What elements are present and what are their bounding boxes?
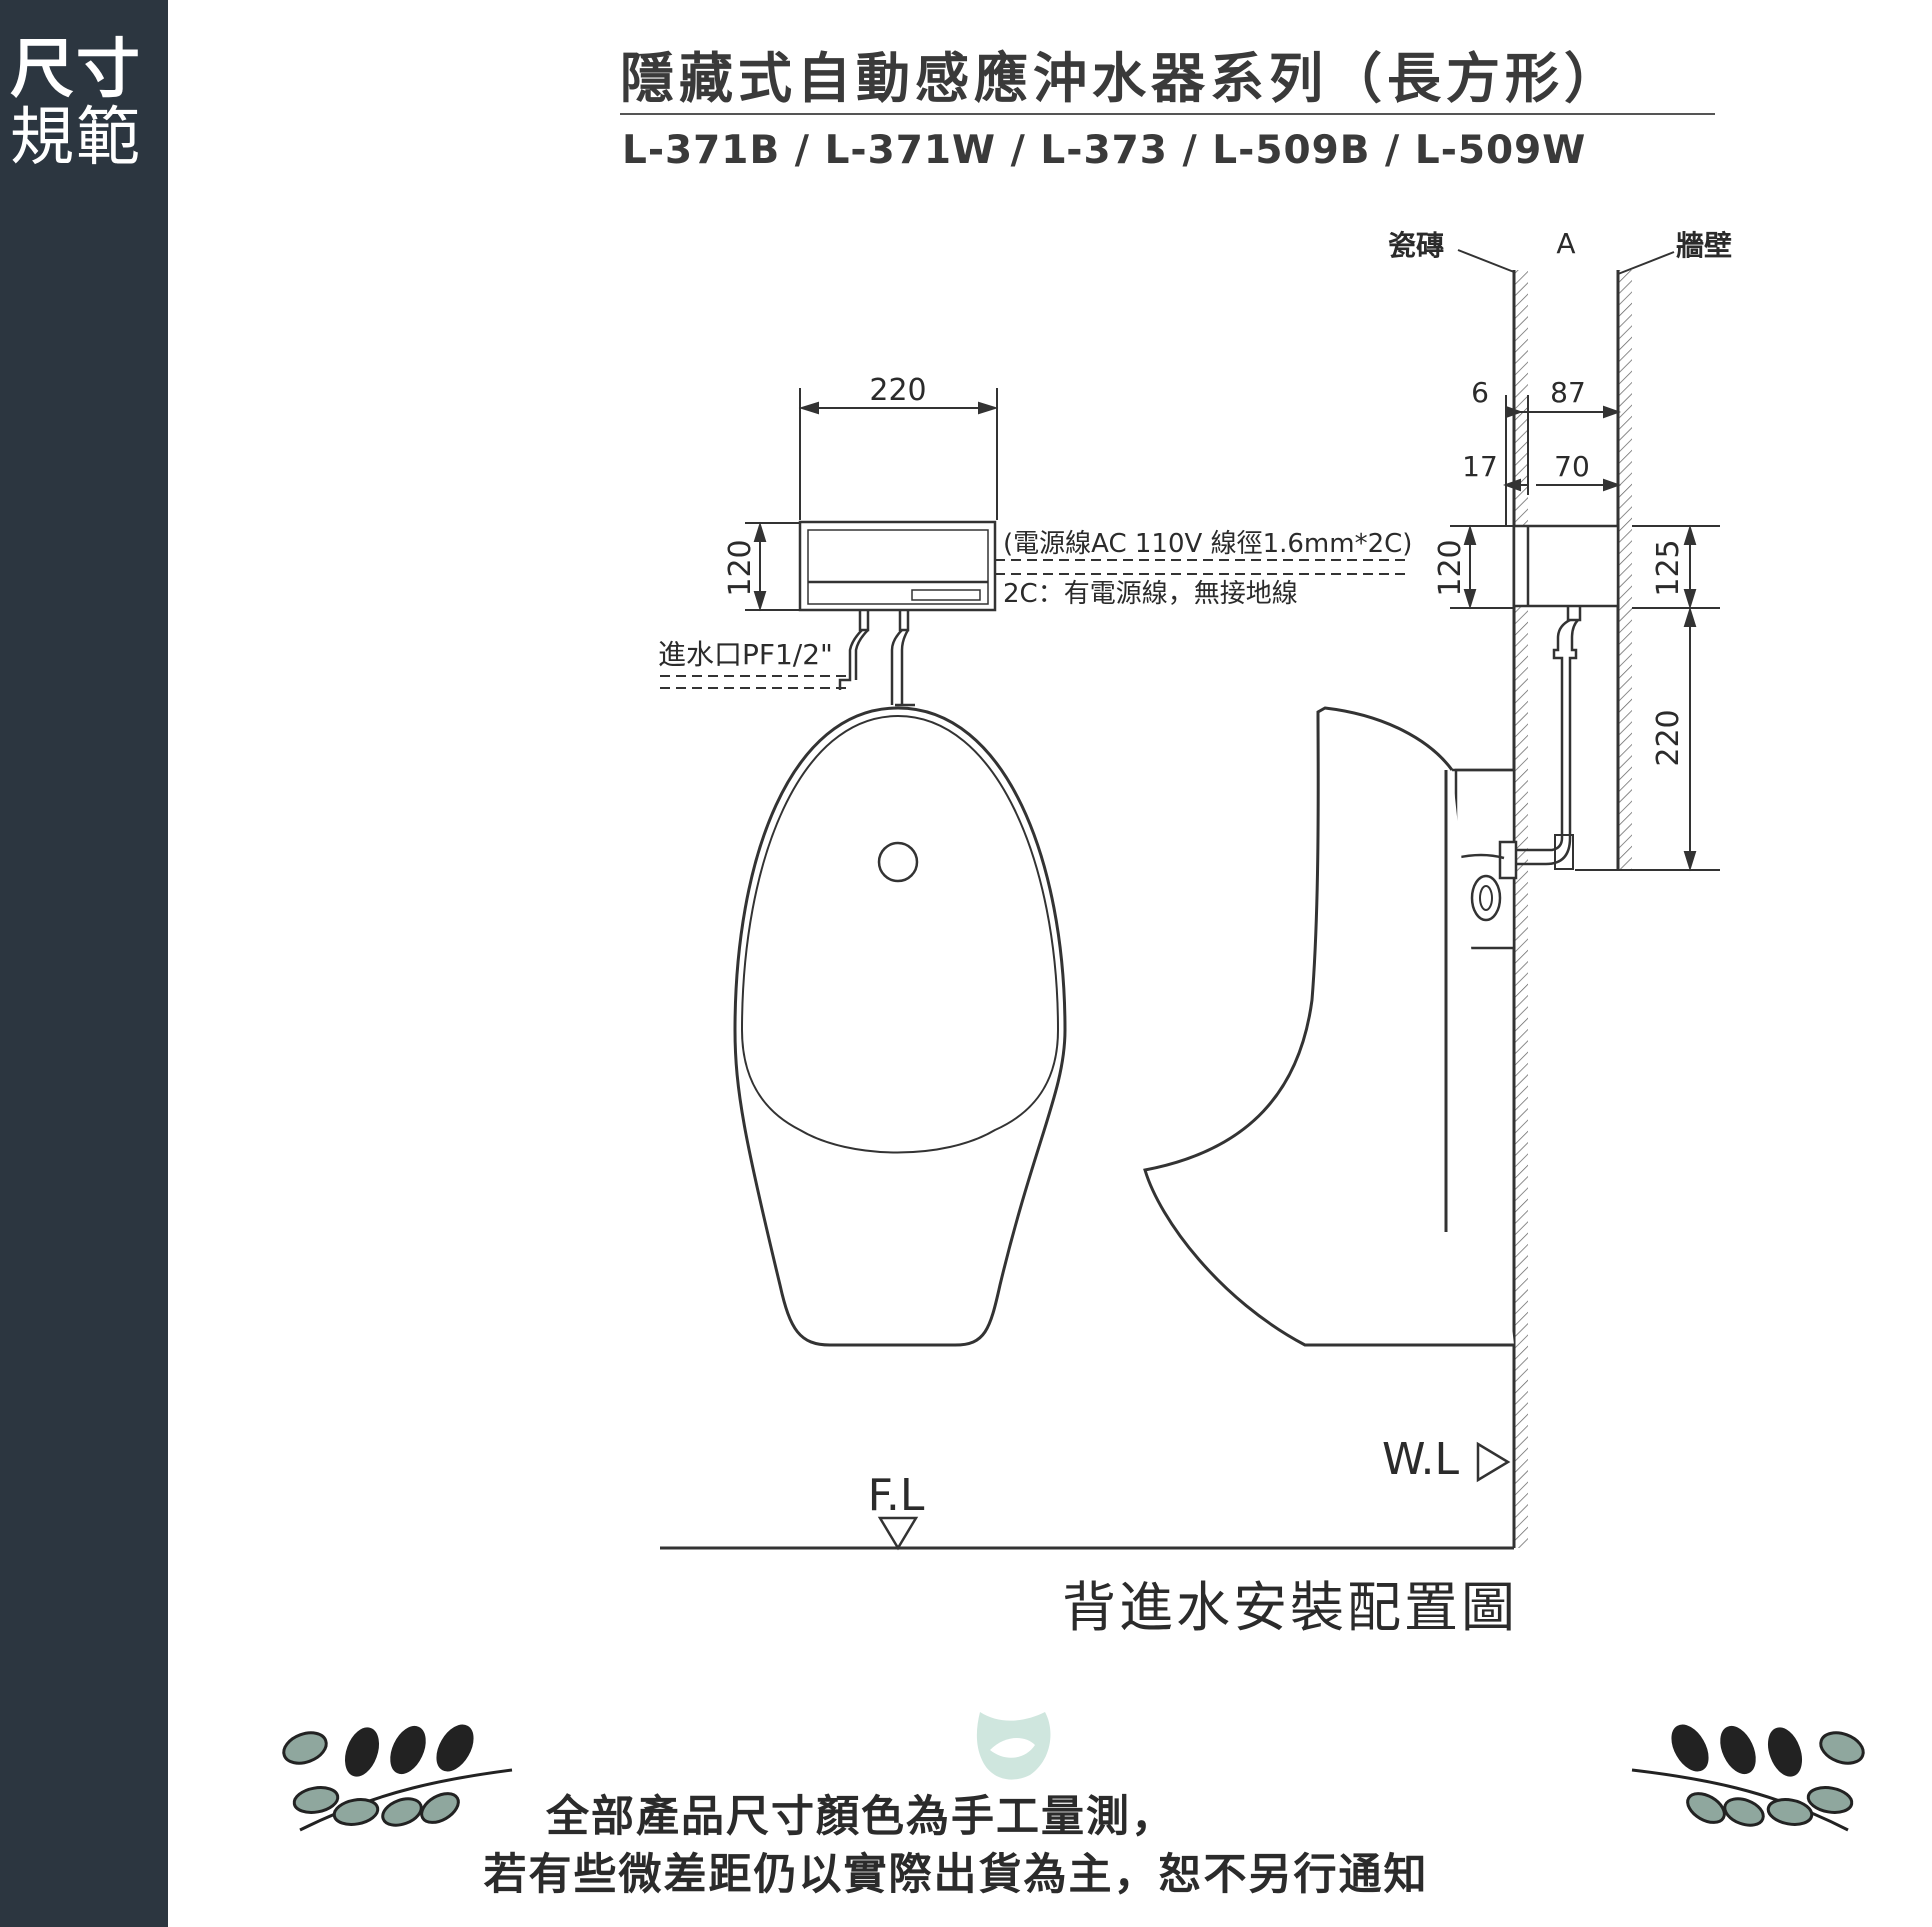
bird-leaf-logo-icon <box>976 1712 1051 1780</box>
dim-120-front-label: 120 <box>723 539 758 596</box>
sidebar: 尺寸 規範 <box>0 0 168 1927</box>
sidebar-title-line1: 尺寸 <box>10 33 142 107</box>
supply-pipe-side <box>1498 606 1582 870</box>
dim-17-label: 17 <box>1462 450 1498 483</box>
power-cable <box>995 559 1410 575</box>
dim-220-label: 220 <box>869 373 926 408</box>
title-divider <box>620 113 1715 115</box>
notice-line-1: 全部產品尺寸顏色為手工量測， <box>546 1792 1176 1842</box>
leaf-branch-right-icon <box>1631 1724 1865 1832</box>
dim-125-label: 125 <box>1651 539 1686 596</box>
notice-line-2: 若有些微差距仍以實際出貨為主，恕不另行通知 <box>483 1850 1429 1900</box>
front-height-dimension <box>745 521 800 612</box>
wl-marker-icon <box>1476 1441 1511 1483</box>
dim-120-side-label: 120 <box>1433 539 1468 596</box>
supply-pipes-front <box>838 610 915 707</box>
model-numbers: L-371B / L-371W / L-373 / L-509B / L-509… <box>622 128 1587 173</box>
a-label: A <box>1556 227 1575 260</box>
wall-leader <box>1617 251 1675 275</box>
side-height-dimension <box>1450 524 1514 610</box>
wl-label: W.L <box>1382 1434 1459 1485</box>
top-depth-dimensions <box>1503 395 1621 525</box>
dim-6-label: 6 <box>1471 376 1489 409</box>
tile-leader <box>1457 249 1515 273</box>
fl-label: F.L <box>868 1470 925 1521</box>
flush-box-side <box>1512 524 1620 608</box>
sidebar-title-line2: 規範 <box>10 101 142 175</box>
front-width-dimension <box>798 388 999 520</box>
wall-hatch <box>1618 270 1632 870</box>
inlet-line <box>660 675 850 689</box>
diagram-caption: 背進水安裝配置圖 <box>1062 1576 1518 1639</box>
leaf-branch-left-icon <box>282 1724 513 1832</box>
right-vertical-dimensions <box>1575 524 1720 872</box>
dim-70-label: 70 <box>1554 450 1590 483</box>
dim-220-vertical-label: 220 <box>1651 709 1686 766</box>
wall-label: 牆壁 <box>1676 229 1732 262</box>
urinal-side <box>1143 706 1514 1347</box>
page-title: 隱藏式自動感應沖水器系列（長方形） <box>620 47 1623 110</box>
urinal-front <box>733 706 1067 1347</box>
tile-hatch <box>1514 270 1528 1548</box>
dim-87-label: 87 <box>1550 376 1586 409</box>
tile-label: 瓷磚 <box>1388 229 1444 262</box>
flush-box-front <box>798 520 997 612</box>
fl-marker-icon <box>877 1516 919 1551</box>
power-note-2c: 2C：有電源線，無接地線 <box>1003 579 1298 609</box>
power-note: (電源線AC 110V 線徑1.6mm*2C) <box>1003 529 1412 559</box>
inlet-label: 進水口PF1/2" <box>658 638 833 671</box>
